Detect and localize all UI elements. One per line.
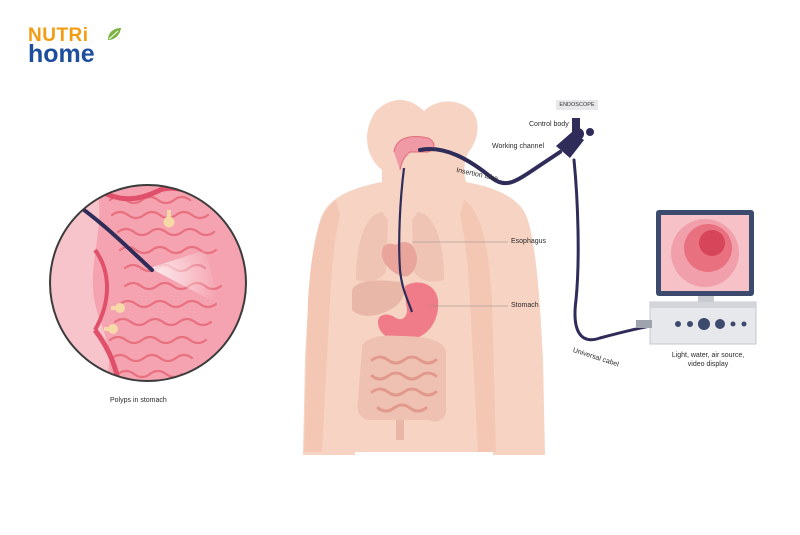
- source-label-line1: Light, water, air source,: [671, 352, 745, 359]
- source-label-line2: video display: [687, 361, 729, 368]
- logo-text-nutri: NUTRi: [28, 25, 89, 46]
- polyps-label: Polyps in stomach: [110, 397, 167, 404]
- nutrihome-logo: NUTRi home: [28, 25, 121, 68]
- esophagus-label: Esophagus: [511, 238, 547, 245]
- polyp: [163, 210, 175, 228]
- endoscope-control-body: [556, 118, 594, 158]
- stomach-label: Stomach: [511, 302, 539, 309]
- polyp: [111, 303, 125, 313]
- video-monitor: [656, 210, 754, 302]
- endoscope-tag: ENDOSCOPE: [556, 100, 598, 110]
- logo-text-home: home: [28, 40, 95, 68]
- stomach-closeup-circle: [49, 184, 247, 382]
- light-source-unit: [636, 301, 757, 345]
- endoscope-tube: [398, 147, 652, 342]
- human-body: [303, 100, 545, 455]
- leaf-icon: [108, 28, 121, 40]
- polyp: [104, 324, 118, 334]
- control-body-label: Control body: [529, 121, 569, 128]
- working-channel-label: Working channel: [492, 143, 545, 150]
